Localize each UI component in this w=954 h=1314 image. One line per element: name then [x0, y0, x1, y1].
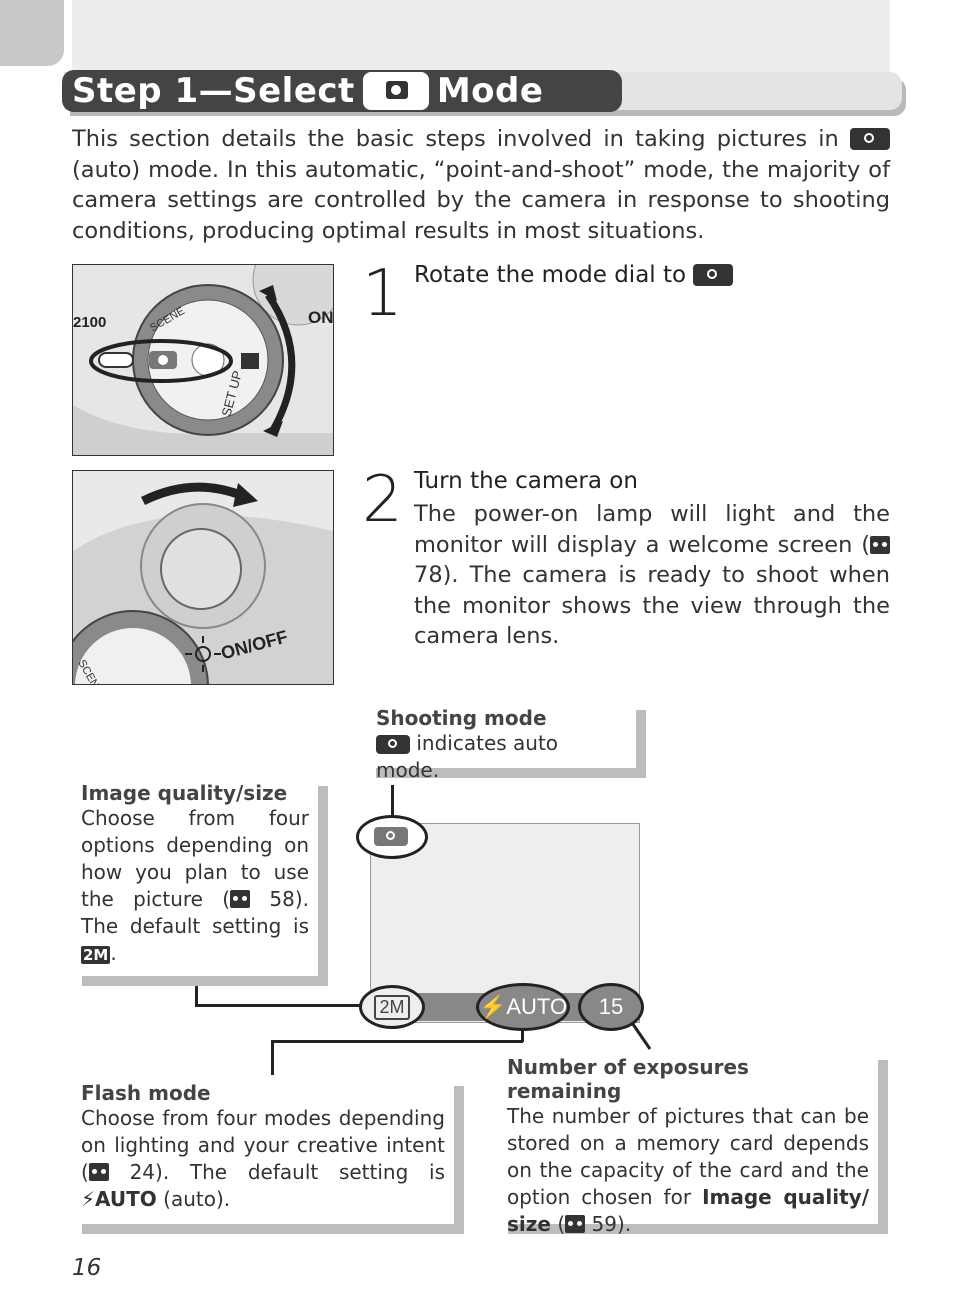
callout-exposures-ref: 59 — [591, 1212, 617, 1236]
intro-paragraph: This section details the basic steps inv… — [72, 124, 891, 246]
mode-dial-photo: 2100 ON SET UP SCENE — [72, 264, 334, 456]
callout-exposures-title: Number of exposures remaining — [507, 1055, 749, 1103]
step-1-heading-text: Rotate the mode dial to — [414, 262, 687, 288]
callout-flash-mode-ref: 24 — [129, 1160, 156, 1184]
callout-image-quality-end: . — [110, 941, 117, 965]
camera-icon — [376, 735, 410, 754]
monitor-count-label: 15 — [598, 994, 624, 1019]
reference-icon — [565, 1215, 586, 1233]
leader-quality-v — [195, 984, 198, 1006]
callout-image-quality-title: Image quality/size — [81, 781, 288, 805]
callout-image-quality-text: Choose from four options depending on ho… — [81, 805, 309, 967]
reference-icon — [870, 535, 890, 554]
step-2-body-part2: ). The camera is ready to shoot when the… — [414, 562, 890, 649]
callout-exposures-text: The number of pictures that can be store… — [507, 1103, 869, 1238]
callout-image-quality-part2: ). The default setting is — [81, 887, 309, 938]
reference-icon — [230, 890, 251, 908]
camera-icon — [850, 128, 891, 150]
step-1-heading: Rotate the mode dial to — [414, 262, 734, 288]
leader-quality-h — [195, 1004, 365, 1007]
leader-shooting-mode — [391, 785, 394, 817]
callout-image-quality-ref: 58 — [269, 887, 295, 911]
callout-flash-mode: Flash mode Choose from four modes depend… — [72, 1076, 454, 1224]
callout-shooting-mode-desc: indicates auto mode. — [376, 731, 559, 782]
callout-flash-mode-part1: Choose from four modes depending on ligh… — [81, 1106, 445, 1184]
title-prefix: Step 1—Select — [72, 71, 355, 111]
step-2-ref: 78 — [414, 562, 443, 588]
callout-exposures: Number of exposures remaining The number… — [498, 1050, 878, 1236]
callout-exposures-bold: Image quality/ size — [507, 1185, 870, 1236]
step-1-number: 1 — [362, 257, 403, 331]
quality-2m-icon: 2M — [81, 946, 111, 964]
callout-flash-mode-title: Flash mode — [81, 1081, 211, 1105]
mode-dial-illustration: 2100 ON SET UP SCENE — [73, 265, 333, 455]
monitor-quality-label: 2M — [374, 994, 410, 1020]
step-2-number: 2 — [362, 463, 403, 537]
power-switch-illustration: ON/OFF SCENE — [73, 471, 333, 684]
callout-shooting-mode-text: indicates auto mode. — [376, 730, 626, 784]
monitor-quality-ring: 2M — [359, 985, 425, 1029]
monitor-count-ring: 15 — [578, 983, 644, 1031]
callout-flash-mode-text: Choose from four modes depending on ligh… — [81, 1105, 445, 1213]
flash-auto-icon: ⚡AUTO — [81, 1187, 157, 1211]
page-title: Step 1—Select Mode — [62, 70, 622, 112]
title-suffix: Mode — [436, 71, 544, 111]
model-label: 2100 — [73, 314, 106, 331]
leader-flash-h — [271, 1040, 523, 1043]
intro-part2: (auto) mode. In this automatic, “point-a… — [72, 156, 890, 244]
camera-icon — [374, 827, 408, 846]
intro-part1: This section details the basic steps inv… — [72, 126, 839, 152]
leader-flash-v — [271, 1040, 274, 1075]
page-corner-tab — [0, 0, 64, 66]
callout-shooting-mode: Shooting mode indicates auto mode. — [366, 700, 636, 782]
reference-icon — [88, 1163, 109, 1181]
monitor-mode-ring — [356, 815, 428, 859]
callout-image-quality: Image quality/size Choose from four opti… — [72, 776, 318, 976]
top-band — [72, 0, 890, 76]
callout-flash-mode-part2: ). The default setting is — [155, 1160, 445, 1184]
page-number: 16 — [72, 1255, 102, 1281]
callout-image-quality-part1: Choose from four options depending on ho… — [81, 806, 309, 911]
step-2-body: The power-on lamp will light and the mon… — [414, 499, 890, 652]
callout-flash-mode-part3: (auto). — [163, 1187, 231, 1211]
leader-flash-top — [521, 1030, 524, 1042]
camera-icon — [693, 264, 734, 286]
callout-exposures-part2: ( — [557, 1212, 566, 1236]
on-label: ON — [308, 308, 333, 327]
camera-icon — [362, 72, 429, 110]
monitor-flash-ring: ⚡AUTO — [476, 983, 570, 1031]
step-2-body-part1: The power-on lamp will light and the mon… — [414, 501, 890, 558]
callout-exposures-part1: The number of pictures that can be store… — [507, 1104, 869, 1209]
callout-exposures-part3: ). — [616, 1212, 632, 1236]
power-switch-photo: ON/OFF SCENE — [72, 470, 334, 685]
callout-shooting-mode-title: Shooting mode — [376, 706, 547, 730]
monitor-flash-label: ⚡AUTO — [478, 994, 568, 1019]
step-2-heading: Turn the camera on — [414, 468, 638, 494]
